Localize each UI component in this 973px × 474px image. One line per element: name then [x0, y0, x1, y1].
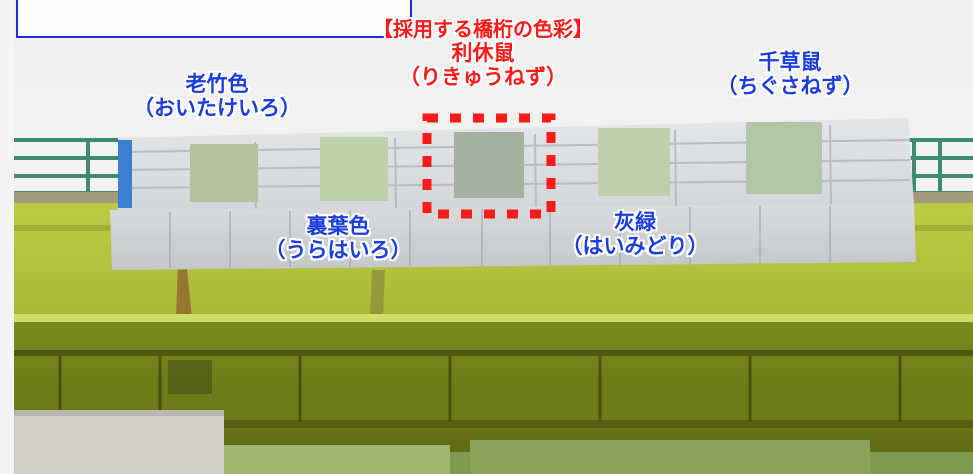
chigusanezu-name: 千草鼠	[758, 50, 822, 74]
girder-flange	[14, 314, 973, 324]
oitakeiro-reading: （おいたけいろ）	[133, 96, 301, 121]
adopted-colors-label: 【採用する橋桁の色彩】 利休鼠 （りきゅうねず）	[348, 17, 618, 90]
lower-sheet	[110, 204, 916, 270]
urahairo-reading: （うらはいろ）	[264, 238, 412, 263]
swatch-oitakeiro	[190, 144, 258, 202]
urahairo-name: 裏葉色	[306, 214, 370, 238]
rikyunezu-name: 利休鼠	[451, 41, 515, 65]
adopted-colors-heading: 【採用する橋桁の色彩】	[373, 17, 593, 41]
chigusanezu-label: 千草鼠 （ちぐさねず）	[690, 50, 890, 98]
caption-box	[16, 0, 412, 38]
swatch-urahairo	[320, 137, 388, 201]
haimidori-reading: （はいみどり）	[561, 234, 709, 259]
urahairo-label: 裏葉色 （うらはいろ）	[248, 214, 428, 262]
swatch-chigusanezu	[746, 122, 822, 194]
haimidori-label: 灰緑 （はいみどり）	[545, 210, 725, 258]
chigusanezu-reading: （ちぐさねず）	[716, 74, 864, 99]
rikyunezu-reading: （りきゅうねず）	[399, 65, 567, 90]
haimidori-name: 灰緑	[614, 210, 656, 234]
swatch-haimidori	[598, 128, 670, 196]
oitakeiro-name: 老竹色	[185, 72, 249, 96]
abutment	[14, 412, 224, 474]
swatch-rikyunezu	[454, 132, 524, 198]
oitakeiro-label: 老竹色 （おいたけいろ）	[112, 72, 322, 120]
adopted-color-highlight	[422, 113, 556, 219]
